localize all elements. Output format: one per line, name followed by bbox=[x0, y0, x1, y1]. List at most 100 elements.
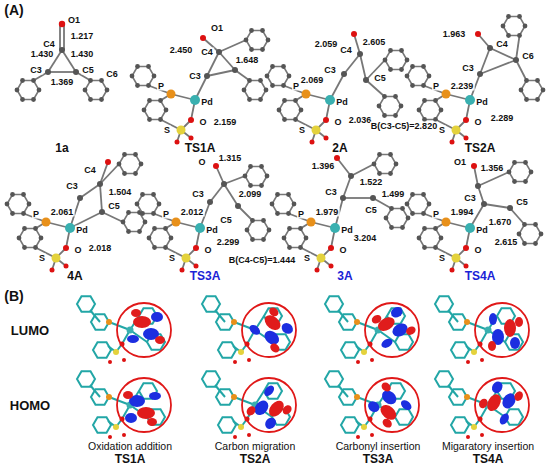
distance-label: 2.605 bbox=[362, 38, 387, 47]
distance-label: 1.504 bbox=[108, 188, 133, 197]
step-caption: Migaratory insertion bbox=[441, 441, 535, 452]
distance-label: 2.615 bbox=[494, 238, 519, 247]
distance-label: 1.522 bbox=[359, 178, 384, 187]
atom-label: C5 bbox=[219, 216, 233, 225]
atom-label: O bbox=[198, 118, 207, 127]
distance-label: 2.299 bbox=[216, 238, 241, 247]
distance-label: 2.069 bbox=[300, 76, 325, 85]
distance-label: 1.396 bbox=[311, 162, 336, 171]
atom-label: C4 bbox=[42, 40, 56, 49]
atom-label: C3 bbox=[323, 66, 337, 75]
atom-label: C4 bbox=[200, 48, 214, 57]
atom-label: P bbox=[432, 210, 440, 219]
distance-label: 3.204 bbox=[353, 234, 378, 243]
atom-label: O1 bbox=[210, 24, 224, 33]
structure-label: TS2A bbox=[464, 142, 497, 154]
distance-label: 1.315 bbox=[218, 154, 243, 163]
atom-label: C3 bbox=[191, 190, 205, 199]
atom-label: S bbox=[438, 126, 446, 135]
atom-label: Pd bbox=[475, 226, 489, 235]
atom-label: S bbox=[163, 126, 171, 135]
structure-label: TS2A bbox=[239, 453, 272, 465]
atom-label: O bbox=[197, 158, 206, 167]
distance-label: 2.061 bbox=[50, 208, 75, 217]
atom-label: S bbox=[38, 254, 46, 263]
atom-label: S bbox=[298, 126, 306, 135]
atom-label: P bbox=[292, 82, 300, 91]
structure-label: TS3A bbox=[362, 453, 395, 465]
distance-label: 1.994 bbox=[450, 208, 475, 217]
atom-label: O bbox=[338, 246, 347, 255]
atom-label: O1 bbox=[67, 16, 81, 25]
atom-label: S bbox=[438, 254, 446, 263]
atom-label: Pd bbox=[475, 98, 489, 107]
atom-label: C3 bbox=[463, 194, 477, 203]
atom-label: O bbox=[333, 118, 342, 127]
step-caption: Oxidation addition bbox=[87, 441, 173, 452]
distance-label: B(C4-C5)=1.444 bbox=[228, 256, 296, 265]
structure-label: 2A bbox=[331, 142, 348, 154]
atom-label: O1 bbox=[453, 158, 467, 167]
distance-label: 2.036 bbox=[348, 116, 373, 125]
atom-label: C3 bbox=[188, 72, 202, 81]
structure-label: 1a bbox=[54, 142, 69, 154]
atom-label: C3 bbox=[324, 188, 338, 197]
distance-label: 2.450 bbox=[169, 46, 194, 55]
orbital-label: LUMO bbox=[10, 324, 50, 337]
distance-label: 1.217 bbox=[70, 32, 95, 41]
atom-label: C3 bbox=[29, 66, 43, 75]
atom-label: C5 bbox=[81, 66, 95, 75]
distance-label: 2.012 bbox=[180, 208, 205, 217]
structure-label: TS4A bbox=[472, 453, 505, 465]
atom-label: O bbox=[473, 246, 482, 255]
orbital-label: HOMO bbox=[9, 399, 51, 412]
atom-label: Pd bbox=[335, 98, 349, 107]
distance-label: B(C3-C5)=2.820 bbox=[370, 122, 438, 131]
panel-label: (A) bbox=[3, 3, 24, 17]
atom-label: C4 bbox=[83, 166, 97, 175]
distance-label: 1.670 bbox=[488, 218, 513, 227]
atom-label: O bbox=[203, 246, 212, 255]
structure-label: TS1A bbox=[114, 453, 147, 465]
atom-label: C3 bbox=[461, 64, 475, 73]
distance-label: 2.018 bbox=[88, 244, 113, 253]
distance-label: 1.648 bbox=[235, 56, 260, 65]
distance-label: 2.239 bbox=[450, 82, 475, 91]
distance-label: 1.430 bbox=[30, 50, 55, 59]
structure-label: TS3A bbox=[189, 270, 222, 282]
distance-label: 2.289 bbox=[490, 114, 515, 123]
atom-label: S bbox=[303, 254, 311, 263]
distance-label: 2.059 bbox=[314, 40, 339, 49]
atom-label: C4 bbox=[339, 46, 353, 55]
structure-label: TS4A bbox=[464, 270, 497, 282]
atom-label: P bbox=[157, 82, 165, 91]
atom-label: C5 bbox=[515, 198, 529, 207]
distance-label: 1.979 bbox=[315, 208, 340, 217]
atom-label: Pd bbox=[340, 226, 354, 235]
atom-label: Pd bbox=[200, 98, 214, 107]
atom-label: C6 bbox=[105, 70, 119, 79]
step-caption: Carbonyl insertion bbox=[335, 441, 422, 452]
atom-label: C5 bbox=[364, 206, 378, 215]
distance-label: 1.356 bbox=[480, 164, 505, 173]
panel-label: (B) bbox=[3, 289, 24, 303]
distance-label: 1.369 bbox=[50, 78, 75, 87]
atom-label: P bbox=[32, 210, 40, 219]
structure-label: TS1A bbox=[184, 142, 217, 154]
atom-label: O bbox=[73, 246, 82, 255]
distance-label: 2.099 bbox=[238, 190, 263, 199]
atom-label: C4 bbox=[495, 40, 509, 49]
atom-label: C3 bbox=[65, 182, 79, 191]
atom-label: C6 bbox=[521, 52, 535, 61]
atom-label: P bbox=[162, 210, 170, 219]
atom-label: O bbox=[473, 118, 482, 127]
distance-label: 2.159 bbox=[213, 118, 238, 127]
structure-label: 3A bbox=[336, 270, 353, 282]
distance-label: 1.430 bbox=[70, 50, 95, 59]
atom-label: C5 bbox=[107, 202, 121, 211]
step-caption: Carbon migration bbox=[214, 441, 297, 452]
distance-label: 1.963 bbox=[442, 30, 467, 39]
atom-label: Pd bbox=[205, 226, 219, 235]
atom-label: P bbox=[297, 210, 305, 219]
